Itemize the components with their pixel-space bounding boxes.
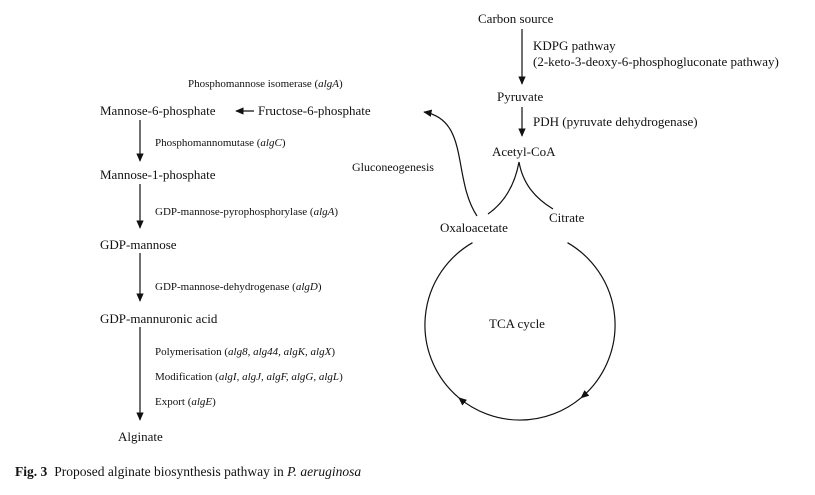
enzyme-text: ) bbox=[281, 137, 286, 149]
gene-name: algI, algJ, algF, algG, algL bbox=[218, 371, 340, 383]
step-export: Export (algE) bbox=[155, 396, 216, 409]
enzyme-text: Phosphomannose isomerase ( bbox=[188, 78, 319, 90]
enzyme-text: ) bbox=[212, 396, 216, 408]
curve-acetylcoa-to-oxaloacetate bbox=[487, 161, 520, 215]
gene-name: algE bbox=[191, 396, 213, 408]
enzyme-phosphomannose-isomerase: Phosphomannose isomerase (algA) bbox=[188, 78, 343, 91]
step-polymerisation: Polymerisation (alg8, alg44, algK, algX) bbox=[155, 346, 335, 359]
caption-species-name: P. aeruginosa bbox=[287, 464, 362, 479]
label-tca-cycle: TCA cycle bbox=[489, 316, 545, 331]
enzyme-gdp-mannose-pyrophosphorylase: GDP-mannose-pyrophosphorylase (algA) bbox=[155, 206, 338, 219]
node-carbon-source: Carbon source bbox=[478, 11, 554, 26]
enzyme-text: Export ( bbox=[155, 396, 192, 408]
enzyme-text: ) bbox=[317, 281, 322, 293]
gene-name: algD bbox=[295, 281, 318, 293]
gene-name: algA bbox=[313, 206, 335, 218]
caption-figure-number: Fig. 3 bbox=[15, 464, 48, 479]
enzyme-text: ) bbox=[338, 78, 343, 90]
node-pyruvate: Pyruvate bbox=[497, 89, 544, 104]
node-fructose-6-phosphate: Fructose-6-phosphate bbox=[258, 103, 371, 118]
node-gdp-mannose: GDP-mannose bbox=[100, 237, 177, 252]
enzyme-text: Polymerisation ( bbox=[155, 346, 229, 358]
label-pdh: PDH (pyruvate dehydrogenase) bbox=[533, 114, 698, 129]
caption-text: Proposed alginate biosynthesis pathway i… bbox=[54, 464, 288, 479]
label-gluconeogenesis: Gluconeogenesis bbox=[352, 160, 434, 174]
tca-arc-bottom bbox=[458, 397, 582, 421]
figure-caption: Fig. 3 Proposed alginate biosynthesis pat… bbox=[15, 464, 361, 480]
enzyme-gdp-mannose-dehydrogenase: GDP-mannose-dehydrogenase (algD) bbox=[155, 281, 322, 294]
enzyme-text: GDP-mannose-dehydrogenase ( bbox=[155, 281, 296, 293]
tca-arc-right bbox=[567, 242, 616, 399]
enzyme-text: Modification ( bbox=[155, 371, 219, 383]
tca-arc-left bbox=[424, 242, 473, 399]
enzyme-text: Phosphomannomutase ( bbox=[155, 137, 261, 149]
node-alginate: Alginate bbox=[118, 429, 163, 444]
label-kdpg-pathway: KDPG pathway bbox=[533, 38, 616, 53]
node-gdp-mannuronic-acid: GDP-mannuronic acid bbox=[100, 311, 218, 326]
node-mannose-6-phosphate: Mannose-6-phosphate bbox=[100, 103, 216, 118]
gene-name: alg8, alg44, algK, algX bbox=[228, 346, 332, 358]
enzyme-text: ) bbox=[331, 346, 335, 358]
enzyme-phosphomannomutase: Phosphomannomutase (algC) bbox=[155, 137, 286, 150]
node-mannose-1-phosphate: Mannose-1-phosphate bbox=[100, 167, 216, 182]
step-modification: Modification (algI, algJ, algF, algG, al… bbox=[155, 371, 343, 384]
node-citrate: Citrate bbox=[549, 210, 585, 225]
enzyme-text: ) bbox=[339, 371, 343, 383]
gene-name: algA bbox=[318, 78, 339, 90]
enzyme-text: GDP-mannose-pyrophosphorylase ( bbox=[155, 206, 314, 218]
curve-acetylcoa-to-citrate bbox=[518, 161, 554, 210]
enzyme-text: ) bbox=[334, 206, 339, 218]
gene-name: algC bbox=[260, 137, 282, 149]
node-oxaloacetate: Oxaloacetate bbox=[440, 220, 508, 235]
label-kdpg-full-name: (2-keto-3-deoxy-6-phosphogluconate pathw… bbox=[533, 54, 779, 69]
node-acetyl-coa: Acetyl-CoA bbox=[492, 144, 556, 159]
